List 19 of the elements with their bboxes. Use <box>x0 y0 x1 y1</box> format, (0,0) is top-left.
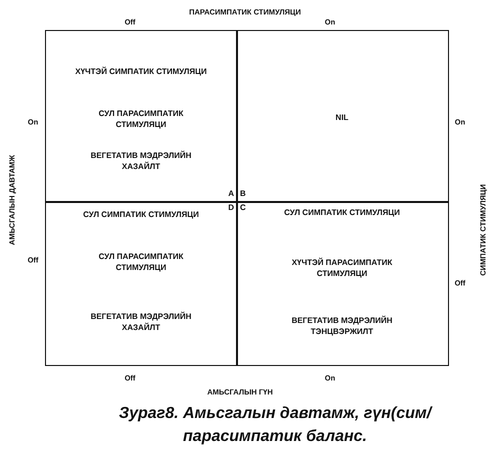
quadrant-cell <box>45 201 238 366</box>
quadrant-text: NIL <box>334 113 350 124</box>
quadrant-text: СУЛ СИМПАТИК СТИМУЛЯЦИ <box>82 210 200 221</box>
quadrant-text: СУЛ ПАРАСИМПАТИК СТИМУЛЯЦИ <box>98 109 184 131</box>
quadrant-cell <box>236 30 449 203</box>
quadrant-text: СУЛ СИМПАТИК СТИМУЛЯЦИ <box>283 208 401 219</box>
figure-caption: Зураг8. Амьсгалын давтамж, гүн(сим/ парасимпатик баланс. <box>118 404 434 448</box>
quadrant-cell <box>236 201 449 366</box>
quadrant-text: ВЕГЕТАТИВ МЭДРЭЛИЙН ХАЗАЙЛТ <box>90 312 192 334</box>
quadrant-cell <box>45 30 238 203</box>
quadrant-text: СУЛ ПАРАСИМПАТИК СТИМУЛЯЦИ <box>98 252 184 274</box>
quadrant-letter: D <box>228 203 234 214</box>
quadrant-text: ВЕГЕТАТИВ МЭДРЭЛИЙН ХАЗАЙЛТ <box>90 151 192 173</box>
quadrant-text: ХҮЧТЭЙ ПАРАСИМПАТИК СТИМУЛЯЦИ <box>290 258 394 280</box>
quadrant-letter: B <box>240 189 246 200</box>
quadrant-letter: A <box>228 189 234 200</box>
quadrant-text: ХҮЧТЭЙ СИМПАТИК СТИМУЛЯЦИ <box>74 67 208 78</box>
quadrant-text: ВЕГЕТАТИВ МЭДРЭЛИЙН ТЭНЦВЭРЖИЛТ <box>290 316 394 338</box>
quadrant-letter: C <box>240 203 246 214</box>
